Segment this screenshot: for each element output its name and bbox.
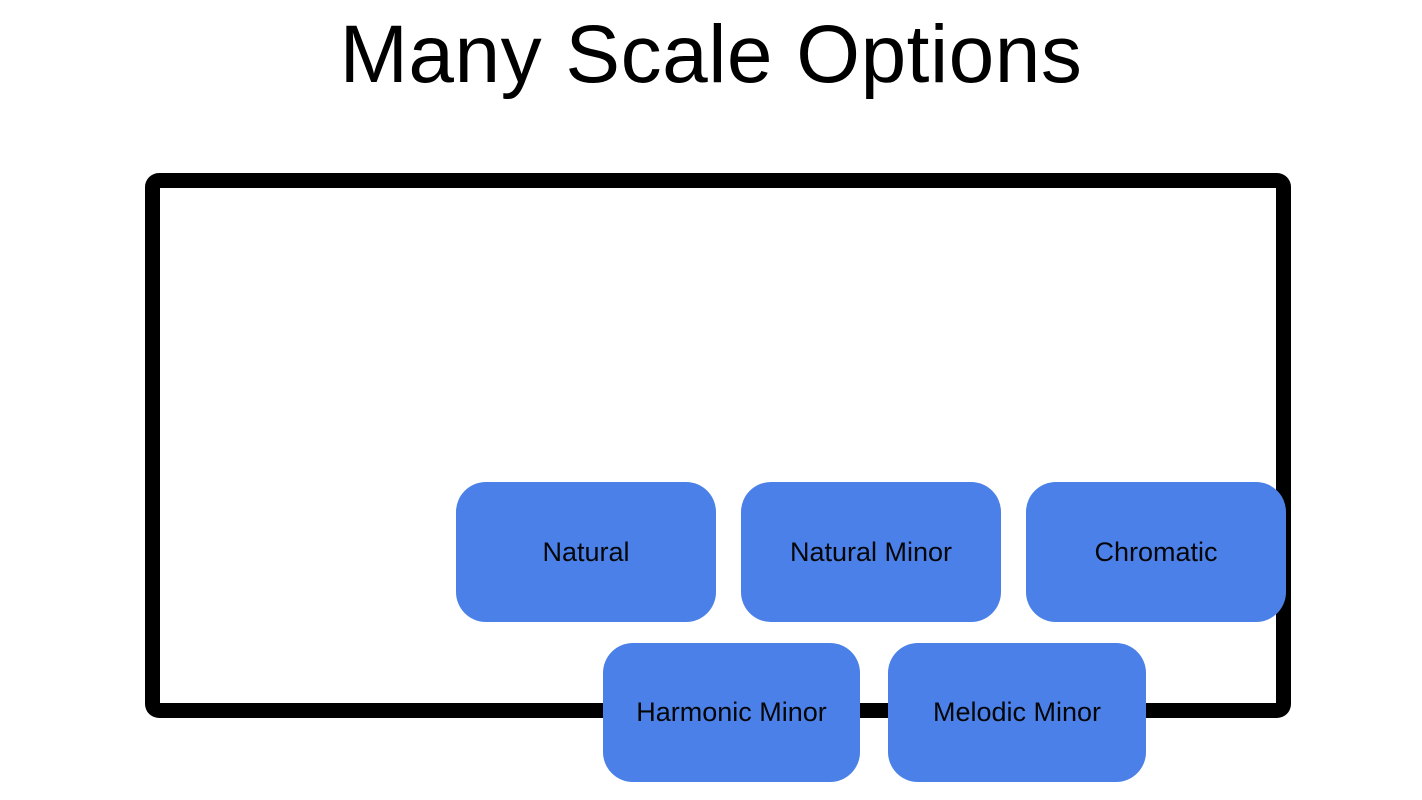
options-panel-frame: Natural Natural Minor Chromatic Harmonic…	[145, 173, 1291, 782]
scale-option-harmonic-minor-button[interactable]: Harmonic Minor	[603, 643, 860, 782]
page-title: Many Scale Options	[339, 9, 1083, 100]
scale-option-natural-minor-button[interactable]: Natural Minor	[741, 482, 1001, 622]
scale-option-natural-button[interactable]: Natural	[456, 482, 716, 622]
scale-option-melodic-minor-button[interactable]: Melodic Minor	[888, 643, 1146, 782]
scale-option-chromatic-button[interactable]: Chromatic	[1026, 482, 1286, 622]
